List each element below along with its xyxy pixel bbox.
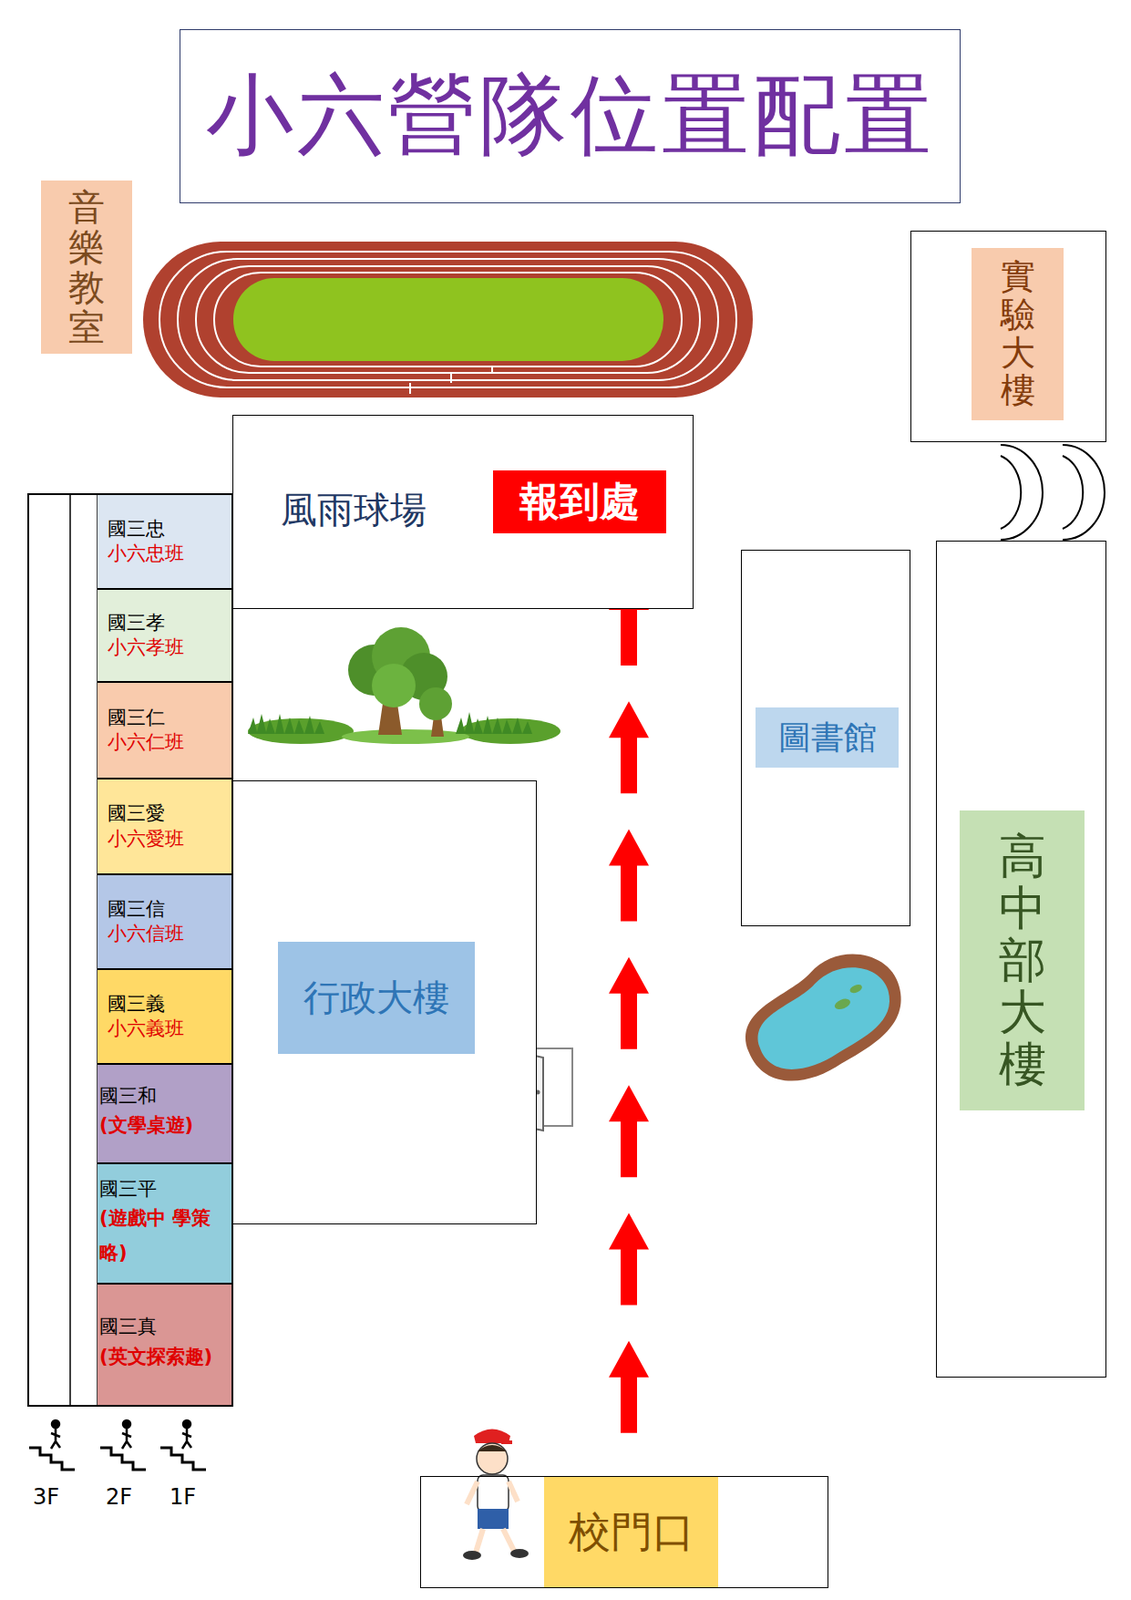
building-box: 風雨球場 報到處 xyxy=(232,414,694,609)
classroom-box: 國三平(遊戲中 學策略) xyxy=(97,1162,233,1284)
building-name: 圖書館 xyxy=(755,707,899,768)
building-name: 高中部大樓 xyxy=(959,810,1085,1111)
building-box: 高中部大樓 xyxy=(935,540,1107,1378)
class-name: 國三愛 xyxy=(107,801,228,826)
classroom-box: 國三忠小六忠班 xyxy=(97,493,233,589)
arrow-shape xyxy=(608,829,649,922)
classroom-box: 國三義小六義班 xyxy=(97,968,233,1064)
building-box: 校門口 xyxy=(420,1475,829,1588)
building-box: 實驗大樓 xyxy=(910,230,1107,443)
camp-class-name: (遊戲中 學策略) xyxy=(99,1201,230,1271)
classroom-box: 國三孝小六孝班 xyxy=(97,588,233,682)
classroom-box: 國三真(英文探索趣) xyxy=(97,1283,233,1406)
checkin-label: 報到處 xyxy=(519,474,640,529)
camp-class-name: (英文探索趣) xyxy=(99,1339,230,1375)
camp-class-name: (文學桌遊) xyxy=(99,1108,230,1143)
running-track xyxy=(143,241,753,398)
gate-label: 校門口 xyxy=(544,1476,719,1587)
pond xyxy=(728,937,920,1097)
building-box: 音樂教室 xyxy=(41,180,133,354)
class-name: 國三忠 xyxy=(107,516,228,542)
arrow-shape xyxy=(608,1340,649,1433)
building-box: 圖書館 xyxy=(740,549,911,926)
building-name: 風雨球場 xyxy=(280,484,427,535)
floor-label: 3F xyxy=(32,1483,60,1510)
class-name: 國三孝 xyxy=(107,610,228,636)
camp-class-name: 小六忠班 xyxy=(107,541,228,566)
camp-class-name: 小六仁班 xyxy=(107,730,228,755)
building-box: 行政大樓 xyxy=(232,780,537,1224)
walking-boy xyxy=(462,1429,529,1561)
route-arrows xyxy=(608,533,649,1476)
classroom-box: 國三仁小六仁班 xyxy=(97,681,233,779)
classroom-box: 國三和(文學桌遊) xyxy=(97,1063,233,1163)
classroom-building xyxy=(28,493,233,1406)
arrow-shape xyxy=(608,1212,649,1305)
class-name: 國三和 xyxy=(99,1083,230,1109)
camp-class-name: 小六信班 xyxy=(107,921,228,946)
bridge-arches xyxy=(1000,444,1105,540)
class-name: 國三義 xyxy=(107,991,228,1017)
title-text: 小六營隊位置配置 xyxy=(205,57,936,176)
title-box: 小六營隊位置配置 xyxy=(179,29,961,204)
arrow-shape xyxy=(608,700,649,793)
route-guide xyxy=(628,533,630,1476)
class-name: 國三真 xyxy=(99,1314,230,1339)
camp-class-name: 小六孝班 xyxy=(107,635,228,660)
arrow-shape xyxy=(608,956,649,1049)
stairs-icons xyxy=(29,1419,206,1470)
class-name: 國三平 xyxy=(99,1176,230,1202)
building-box: 報到處 xyxy=(493,470,667,534)
floor-label: 1F xyxy=(169,1483,196,1510)
building-name: 實驗大樓 xyxy=(971,247,1064,421)
arrow-shape xyxy=(608,1084,649,1177)
classroom-box: 國三愛小六愛班 xyxy=(97,778,233,874)
tree-grass xyxy=(247,627,561,744)
classroom-box: 國三信小六信班 xyxy=(97,873,233,969)
class-name: 國三信 xyxy=(107,896,228,922)
building-name: 音樂教室 xyxy=(68,186,105,348)
class-name: 國三仁 xyxy=(107,705,228,731)
camp-class-name: 小六愛班 xyxy=(107,826,228,852)
floor-label: 2F xyxy=(105,1483,133,1510)
camp-class-name: 小六義班 xyxy=(107,1016,228,1041)
building-name: 行政大樓 xyxy=(277,941,475,1054)
